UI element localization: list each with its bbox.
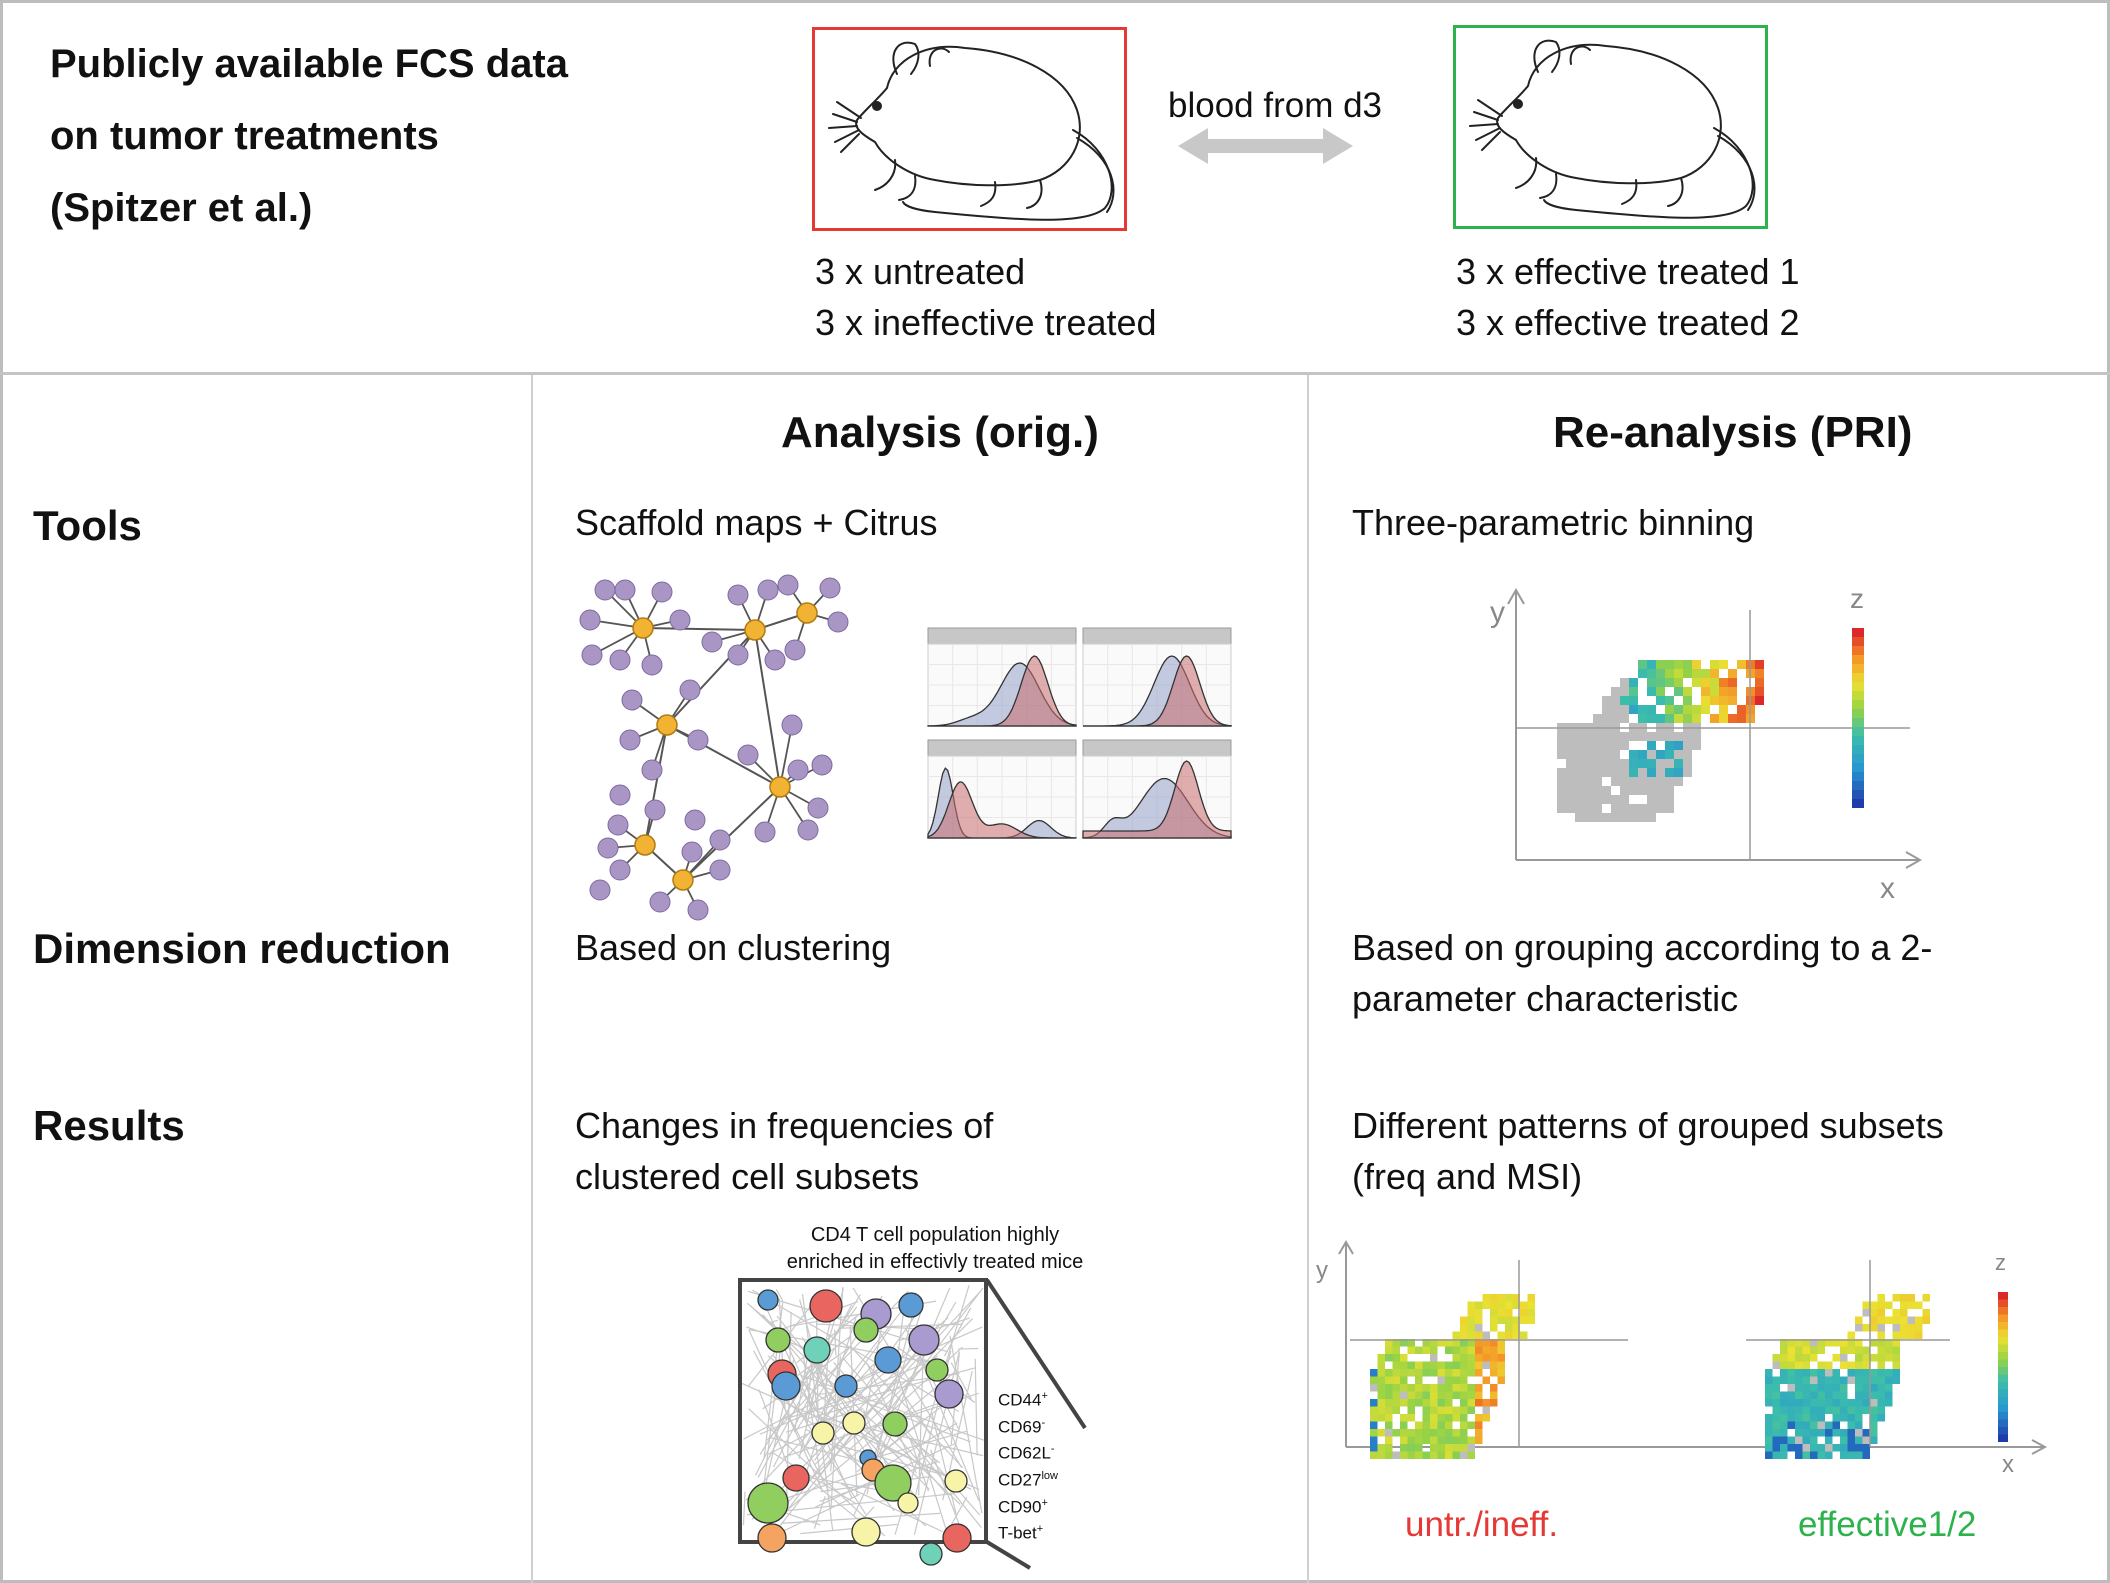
dimred-original: Based on clustering <box>575 927 892 968</box>
tools-original: Scaffold maps + Citrus <box>575 502 938 543</box>
marker-tbet: T-bet+ <box>998 1523 1044 1543</box>
marker-cd90: CD90+ <box>998 1496 1048 1517</box>
mouse-icon <box>1469 39 1756 219</box>
dimred-reanalysis-line-2: parameter characteristic <box>1352 978 1739 1019</box>
right-group-line-1: 3 x effective treated 1 <box>1456 251 1800 292</box>
inset-callout-lines <box>985 1278 1087 1570</box>
results-reanalysis: Different patterns of grouped subsets (f… <box>1352 1100 1944 1202</box>
left-group-label: 3 x untreated 3 x ineffective treated <box>815 246 1157 348</box>
result-y-label: y <box>1316 1257 1328 1284</box>
result-x-label: x <box>2002 1451 2014 1478</box>
title-line-3: (Spitzer et al.) <box>50 186 313 230</box>
marker-cd27: CD27low <box>998 1469 1058 1490</box>
citrus-density-plots <box>927 627 1232 839</box>
marker-list: CD44+ CD69- CD62L- CD27low CD90+ T-bet+ <box>998 1385 1058 1545</box>
results-original-line-2: clustered cell subsets <box>575 1156 920 1197</box>
header-title: Publicly available FCS data on tumor tre… <box>50 28 568 244</box>
binning-x-label: x <box>1880 872 1895 905</box>
title-line-1: Publicly available FCS data <box>50 42 568 86</box>
left-group-line-2: 3 x ineffective treated <box>815 302 1157 343</box>
dimred-reanalysis: Based on grouping according to a 2- para… <box>1352 922 1932 1024</box>
untreated-mouse-box <box>812 27 1127 231</box>
transfer-label: blood from d3 <box>1168 86 1383 125</box>
cluster-inset-title-line-1: CD4 T cell population highly <box>810 1224 1060 1246</box>
results-original: Changes in frequencies of clustered cell… <box>575 1100 993 1202</box>
right-group-label: 3 x effective treated 1 3 x effective tr… <box>1456 246 1800 348</box>
column-header-reanalysis: Re-analysis (PRI) <box>1553 408 1913 457</box>
binning-y-label: y <box>1490 596 1505 629</box>
marker-cd44: CD44+ <box>998 1390 1048 1410</box>
double-arrow-icon <box>1178 128 1353 164</box>
right-group-line-2: 3 x effective treated 2 <box>1456 302 1800 343</box>
treated-mouse-box <box>1453 25 1768 229</box>
result-binning-plots: y x z <box>1316 1240 2048 1478</box>
result-z-label: z <box>1995 1250 2006 1275</box>
cluster-inset-title-line-2: enriched in effectivly treated mice <box>786 1251 1084 1273</box>
header-divider <box>0 372 2110 375</box>
tools-reanalysis: Three-parametric binning <box>1352 502 1755 543</box>
binning-z-label: z <box>1850 583 1864 614</box>
scaffold-map-network <box>579 574 849 921</box>
column-divider-1 <box>531 375 533 1583</box>
caption-effective: effective1/2 <box>1798 1505 1977 1544</box>
title-line-2: on tumor treatments <box>50 114 439 158</box>
row-header-results: Results <box>33 1102 185 1149</box>
row-header-tools: Tools <box>33 502 142 549</box>
results-original-line-1: Changes in frequencies of <box>575 1105 994 1146</box>
cluster-inset-network <box>738 1278 988 1566</box>
column-divider-2 <box>1307 375 1309 1583</box>
marker-cd62l: CD62L- <box>998 1443 1055 1463</box>
binning-plot: y x z <box>1490 583 1923 905</box>
marker-cd69: CD69- <box>998 1416 1046 1437</box>
results-reanalysis-line-2: (freq and MSI) <box>1352 1156 1583 1197</box>
cluster-inset-title: CD4 T cell population highly enriched in… <box>740 1222 1130 1276</box>
row-header-dimension-reduction: Dimension reduction <box>33 925 451 972</box>
mouse-icon <box>828 41 1115 221</box>
results-reanalysis-line-1: Different patterns of grouped subsets <box>1352 1105 1944 1146</box>
caption-untreated: untr./ineff. <box>1405 1505 1559 1544</box>
column-header-original: Analysis (orig.) <box>781 408 1099 457</box>
left-group-line-1: 3 x untreated <box>815 251 1026 292</box>
dimred-reanalysis-line-1: Based on grouping according to a 2- <box>1352 927 1933 968</box>
